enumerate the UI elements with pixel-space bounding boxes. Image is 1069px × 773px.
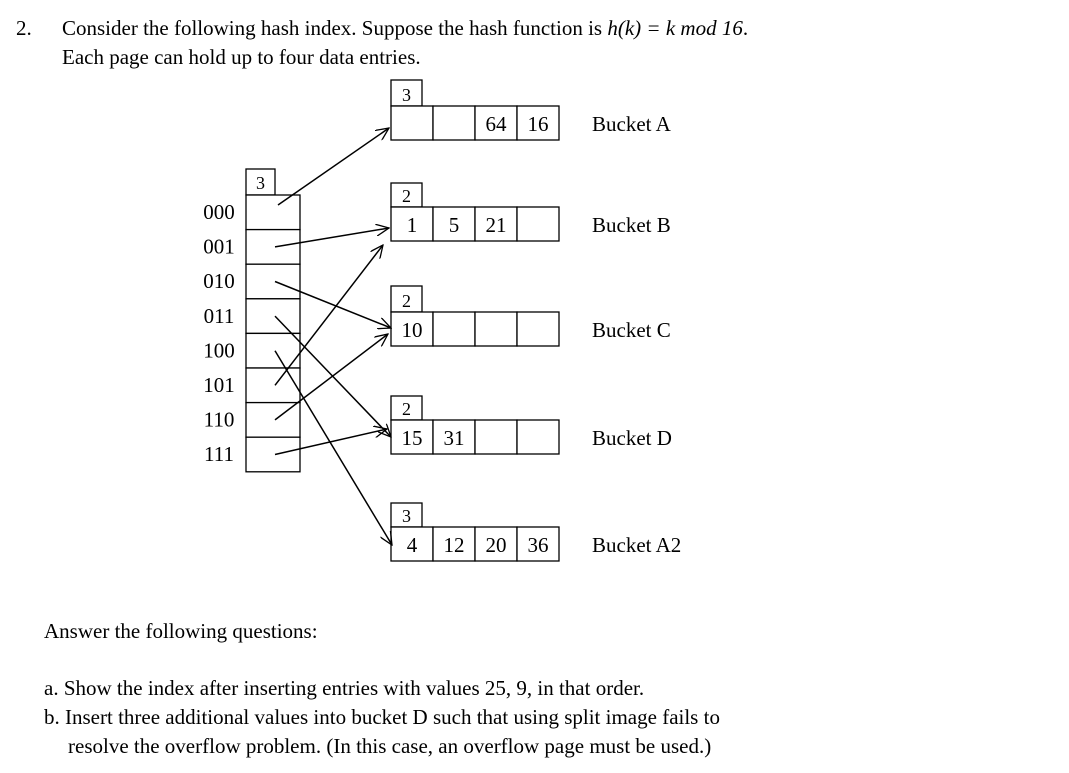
bucket-entry-cell — [516, 311, 560, 347]
bucket-entry: 10 — [402, 318, 423, 342]
local-depth-box — [390, 502, 423, 528]
hash-function: h(k) = k mod 16 — [607, 16, 743, 40]
directory: 3 000 001 010 011 100 101 110 111 — [203, 168, 301, 473]
directory-label: 000 — [203, 200, 235, 224]
local-depth-value: 3 — [402, 506, 411, 526]
bucket-entry: 31 — [444, 426, 465, 450]
directory-pointer-arrow — [274, 245, 383, 386]
directory-label: 111 — [204, 442, 234, 466]
directory-label: 001 — [203, 235, 235, 259]
question-number: 2. — [16, 16, 32, 40]
local-depth-value: 2 — [402, 291, 411, 311]
bucket-entry-cell — [390, 419, 434, 455]
question-b-line-2: resolve the overflow problem. (In this c… — [68, 734, 712, 758]
local-depth-box — [390, 182, 423, 208]
bucket-entry-cell — [516, 206, 560, 242]
directory-slot — [245, 298, 301, 335]
directory-pointer-arrow — [274, 280, 391, 329]
bucket-entry-cell — [474, 311, 518, 347]
directory-slot — [245, 194, 301, 231]
bucket-label: Bucket A — [592, 112, 672, 136]
directory-slot — [245, 228, 301, 265]
global-depth-box — [245, 168, 276, 196]
answer-heading: Answer the following questions: — [44, 619, 318, 643]
directory-pointer-arrow — [274, 350, 392, 545]
question-line-1: Consider the following hash index. Suppo… — [62, 14, 748, 42]
bucket-entry: 21 — [486, 213, 507, 237]
directory-label: 100 — [203, 338, 235, 362]
bucket-entry-cell — [432, 311, 476, 347]
bucket-entry: 36 — [528, 533, 549, 557]
directory-label: 010 — [203, 269, 235, 293]
local-depth-value: 2 — [402, 399, 411, 419]
question-line-2: Each page can hold up to four data entri… — [62, 45, 421, 69]
bucket-entry-cell — [474, 419, 518, 455]
local-depth-value: 3 — [402, 85, 411, 105]
bucket-label: Bucket D — [592, 426, 672, 450]
bucket-label: Bucket C — [592, 318, 671, 342]
directory-slot — [245, 332, 301, 369]
bucket-entry-cell — [516, 526, 560, 562]
directory-label: 101 — [203, 373, 235, 397]
bucket-entry-cell — [474, 105, 518, 141]
directory-slot — [245, 436, 301, 473]
bucket-entry: 12 — [444, 533, 465, 557]
bucket-entry: 5 — [449, 213, 460, 237]
bucket-entry-cell — [390, 105, 434, 141]
local-depth-box — [390, 285, 423, 313]
bucket-entry-cell — [432, 105, 476, 141]
directory-pointers — [274, 128, 392, 545]
question-b-line-1: b. Insert three additional values into b… — [44, 705, 720, 729]
question-a: a. Show the index after inserting entrie… — [44, 676, 645, 700]
bucket-entry: 1 — [407, 213, 418, 237]
bucket-entry: 4 — [407, 533, 418, 557]
bucket-entry: 20 — [486, 533, 507, 557]
bucket-entry-cell — [516, 105, 560, 141]
bucket-entry: 16 — [528, 112, 549, 136]
directory-pointer-arrow — [274, 334, 388, 421]
bucket-entry-cell — [432, 206, 476, 242]
bucket-entry-cell — [516, 419, 560, 455]
bucket-entry-cell — [474, 526, 518, 562]
bucket-entry-cell — [390, 311, 434, 347]
local-depth-box — [390, 395, 423, 421]
directory-label: 011 — [204, 304, 235, 328]
directory-slot — [245, 367, 301, 404]
global-depth-value: 3 — [256, 173, 265, 193]
directory-pointer-arrow — [277, 128, 389, 206]
bucket-entry: 15 — [402, 426, 423, 450]
directory-label: 110 — [204, 408, 235, 432]
question-line-1-post: . — [742, 16, 749, 40]
local-depth-value: 2 — [402, 186, 411, 206]
directory-pointer-arrow — [274, 429, 387, 456]
question-line-1-pre: Consider the following hash index. Suppo… — [62, 16, 608, 40]
bucket-entry: 64 — [486, 112, 508, 136]
directory-pointer-arrow — [274, 228, 389, 248]
local-depth-box — [390, 79, 423, 107]
bucket-label: Bucket B — [592, 213, 671, 237]
bucket-label: Bucket A2 — [592, 533, 681, 557]
bucket-entry-cell — [432, 526, 476, 562]
bucket-entry-cell — [432, 419, 476, 455]
directory-slot — [245, 263, 301, 300]
